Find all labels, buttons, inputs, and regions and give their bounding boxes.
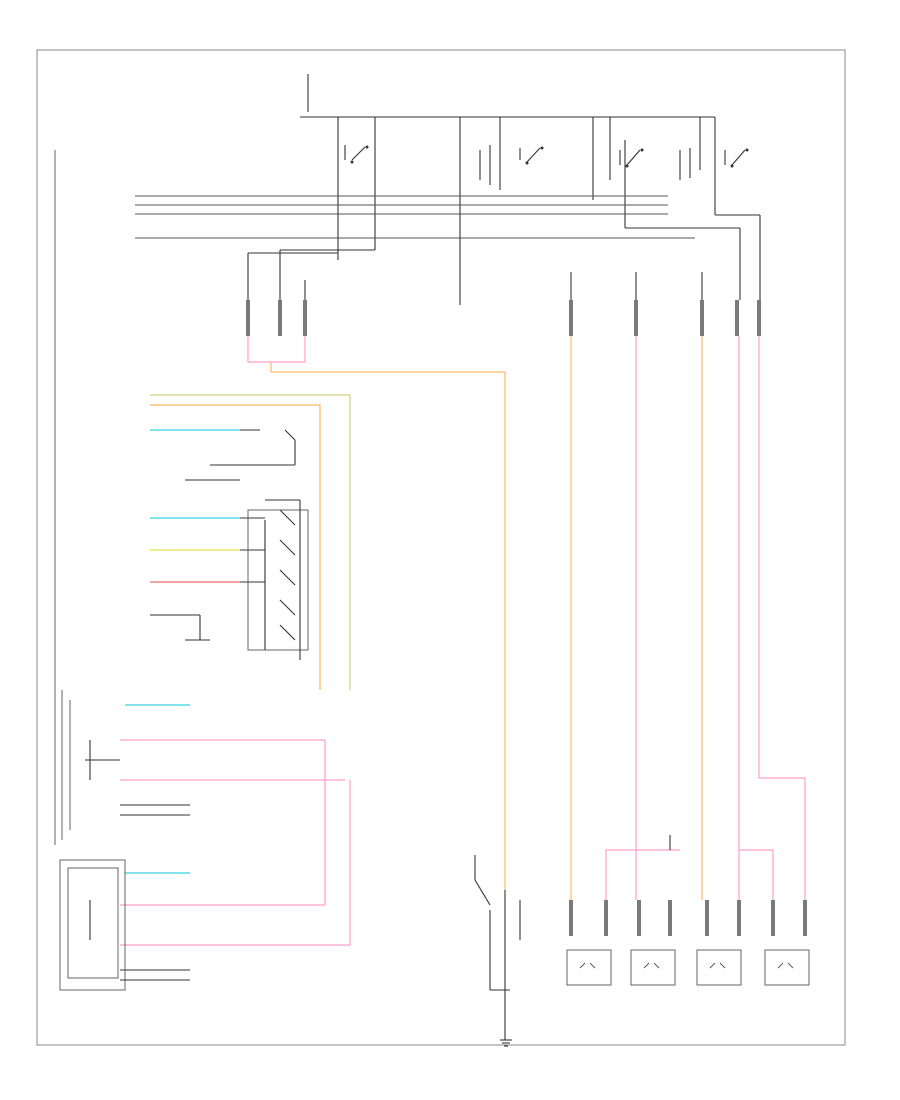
left-drop-lines — [247, 190, 761, 300]
pink-wires — [120, 336, 806, 946]
right-stub-lines — [459, 272, 703, 305]
relay-icon — [150, 429, 309, 660]
cyan-wires — [125, 429, 240, 874]
green-wires — [150, 394, 351, 690]
switch-icon — [344, 145, 749, 185]
ground-icon — [500, 835, 671, 1047]
diagram-border — [36, 49, 846, 1046]
switch-icon — [474, 855, 521, 1040]
motor-icon — [566, 949, 810, 986]
connector-icon — [246, 300, 807, 936]
signal-lines — [135, 195, 695, 239]
switch-icon — [54, 150, 190, 991]
power-bus — [300, 74, 716, 300]
orange-wires — [150, 336, 703, 900]
